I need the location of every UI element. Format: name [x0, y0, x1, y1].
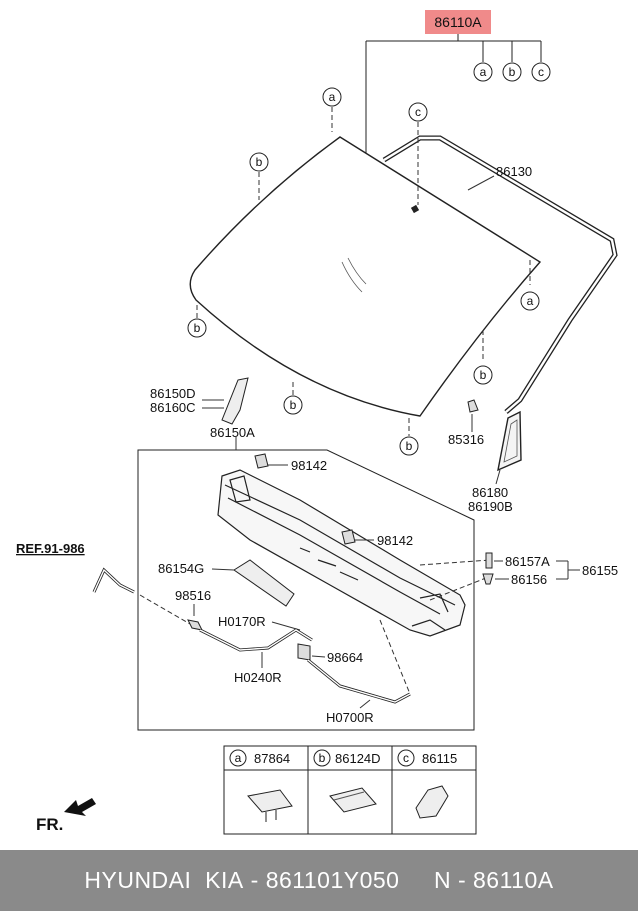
- label-86154G: 86154G: [158, 561, 204, 576]
- nozzle-98516: [187, 619, 203, 631]
- cowl-assembly-frame: [137, 449, 475, 731]
- svg-text:b: b: [256, 155, 263, 169]
- fr-label: FR.: [36, 815, 63, 834]
- label-86150A: 86150A: [210, 425, 255, 440]
- legend-icon-bumper-c: [415, 785, 449, 819]
- svg-text:a: a: [480, 65, 487, 79]
- glass-reflection-mark: [341, 257, 367, 293]
- svg-text:a: a: [329, 90, 336, 104]
- label-98142-mid: 98142: [377, 533, 413, 548]
- svg-text:b: b: [319, 751, 326, 765]
- label-86157A: 86157A: [505, 554, 550, 569]
- svg-text:b: b: [406, 439, 413, 453]
- main-ref-markers: a b c: [473, 62, 551, 82]
- legend-table: [223, 745, 477, 835]
- windshield-glass: [189, 136, 542, 417]
- label-98664: 98664: [327, 650, 363, 665]
- svg-text:c: c: [415, 105, 421, 119]
- legend-markers: a b c: [229, 749, 415, 767]
- svg-text:b: b: [290, 398, 297, 412]
- label-86155: 86155: [582, 563, 618, 578]
- legend-icon-pad-b: [329, 787, 377, 813]
- svg-text:a: a: [527, 294, 534, 308]
- footer-sep: -: [243, 867, 266, 893]
- label-86156: 86156: [511, 572, 547, 587]
- label-H0240R: H0240R: [234, 670, 282, 685]
- label-H0700R: H0700R: [326, 710, 374, 725]
- footer-brand: HYUNDAI KIA: [84, 867, 244, 893]
- washer-hose-H0700R: [307, 658, 411, 704]
- label-H0170R: H0170R: [218, 614, 266, 629]
- svg-text:b: b: [194, 321, 201, 335]
- svg-text:c: c: [538, 65, 544, 79]
- label-86150D: 86150D: [150, 386, 196, 401]
- delta-molding-86180: [497, 410, 522, 472]
- marker-leaders: [196, 107, 531, 436]
- clip-98142-top: [254, 453, 269, 469]
- main-part-bracket: [365, 34, 542, 160]
- svg-text:b: b: [509, 65, 516, 79]
- screw-86157A: [485, 552, 493, 569]
- label-86130: 86130: [496, 164, 532, 179]
- fr-arrow-icon: [64, 798, 96, 816]
- label-86180: 86180: [472, 485, 508, 500]
- main-part-highlight: [425, 10, 491, 34]
- legend-part-b: 86124D: [335, 751, 381, 766]
- footer-bar: HYUNDAI KIA - 861101Y050 N - 86110A: [0, 850, 638, 911]
- clip-85316: [467, 399, 479, 413]
- footer-part-number: 861101Y050: [265, 867, 400, 893]
- legend-part-a: 87864: [254, 751, 290, 766]
- glass-markers: a b c a b b b b: [187, 87, 540, 456]
- label-86160C: 86160C: [150, 400, 196, 415]
- washer-hose-H0240R: [199, 628, 313, 652]
- cowl-top-cover: [217, 469, 466, 637]
- parts-diagram: 86110A a b c a b c a b b b b 86130: [16, 10, 618, 835]
- nut-86156: [482, 573, 494, 585]
- footer-prefix: N -: [433, 867, 473, 893]
- connector-98664: [297, 643, 311, 661]
- svg-text:c: c: [403, 751, 409, 765]
- label-98516: 98516: [175, 588, 211, 603]
- label-85316: 85316: [448, 432, 484, 447]
- main-part-label: 86110A: [434, 14, 482, 30]
- footer-code: 86110A: [473, 867, 554, 893]
- clip-98142-mid: [341, 529, 356, 545]
- svg-text:b: b: [480, 368, 487, 382]
- ref-link[interactable]: REF.91-986: [16, 541, 85, 556]
- footer-gap: [399, 867, 433, 894]
- legend-icon-clip-a: [247, 789, 293, 822]
- label-98142-top: 98142: [291, 458, 327, 473]
- seal-86154G: [233, 559, 295, 607]
- legend-part-c: 86115: [422, 751, 457, 766]
- pillar-trim-piece: [221, 377, 249, 425]
- svg-text:a: a: [235, 751, 242, 765]
- label-86190B: 86190B: [468, 499, 513, 514]
